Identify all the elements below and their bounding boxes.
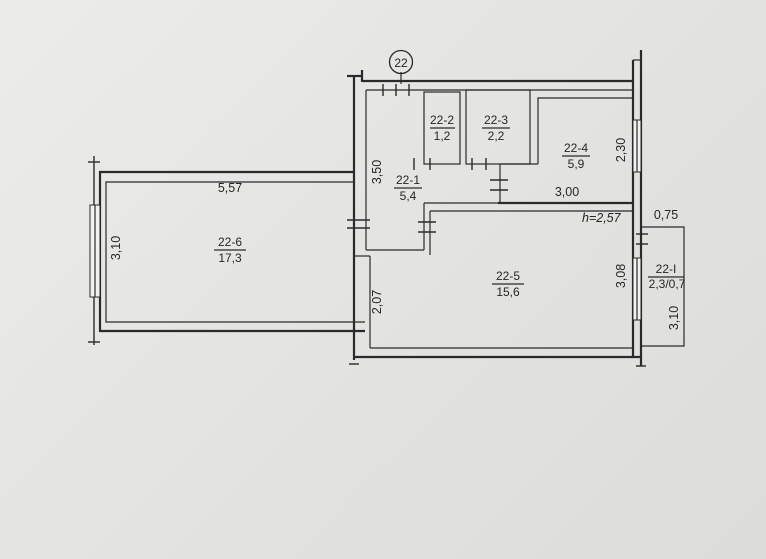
room-22-5-area: 15,6 [496,285,520,299]
room-22-4-area: 5,9 [568,157,585,171]
room-22-2-area: 1,2 [434,129,451,143]
dim-3-10-left: 3,10 [109,236,123,260]
dim-0-75: 0,75 [654,208,678,222]
room-22-5-name: 22-5 [496,269,520,283]
room-22-2-outline [423,91,461,165]
room-22-3-name: 22-3 [484,113,508,127]
room-22-1-area: 5,4 [400,189,417,203]
room-22-2-name: 22-2 [430,113,454,127]
room-labels: 22-6 17,3 22-1 5,4 22-2 1,2 22-3 2,2 22-… [214,113,686,299]
unit-marker: 22 [388,49,414,84]
dim-3-00: 3,00 [555,185,579,199]
dim-3-50: 3,50 [370,160,384,184]
room-22-I-area: 2,3/0,7 [649,277,686,291]
ceiling-height-note: h=2,57 [582,211,622,225]
room-22-I-name: 22-I [656,262,677,276]
dim-3-10-right: 3,10 [667,306,681,330]
unit-marker-text: 22 [394,56,408,70]
dim-5-57: 5,57 [218,181,242,195]
unit-marker-circle [388,49,414,75]
room-22-6-area: 17,3 [218,251,242,265]
room-22-6-name: 22-6 [218,235,242,249]
room-22-4-name: 22-4 [564,141,588,155]
openings [347,84,648,365]
dim-2-30: 2,30 [614,138,628,162]
room-22-3-area: 2,2 [488,129,505,143]
dim-2-07: 2,07 [370,290,384,314]
room-22-3-outline [465,89,531,165]
dimension-labels: 5,57 3,10 3,50 2,30 3,00 h=2,57 0,75 3,0… [109,138,681,330]
room-22-6-walls [88,156,365,345]
room-22-1-name: 22-1 [396,173,420,187]
dim-3-08: 3,08 [614,264,628,288]
